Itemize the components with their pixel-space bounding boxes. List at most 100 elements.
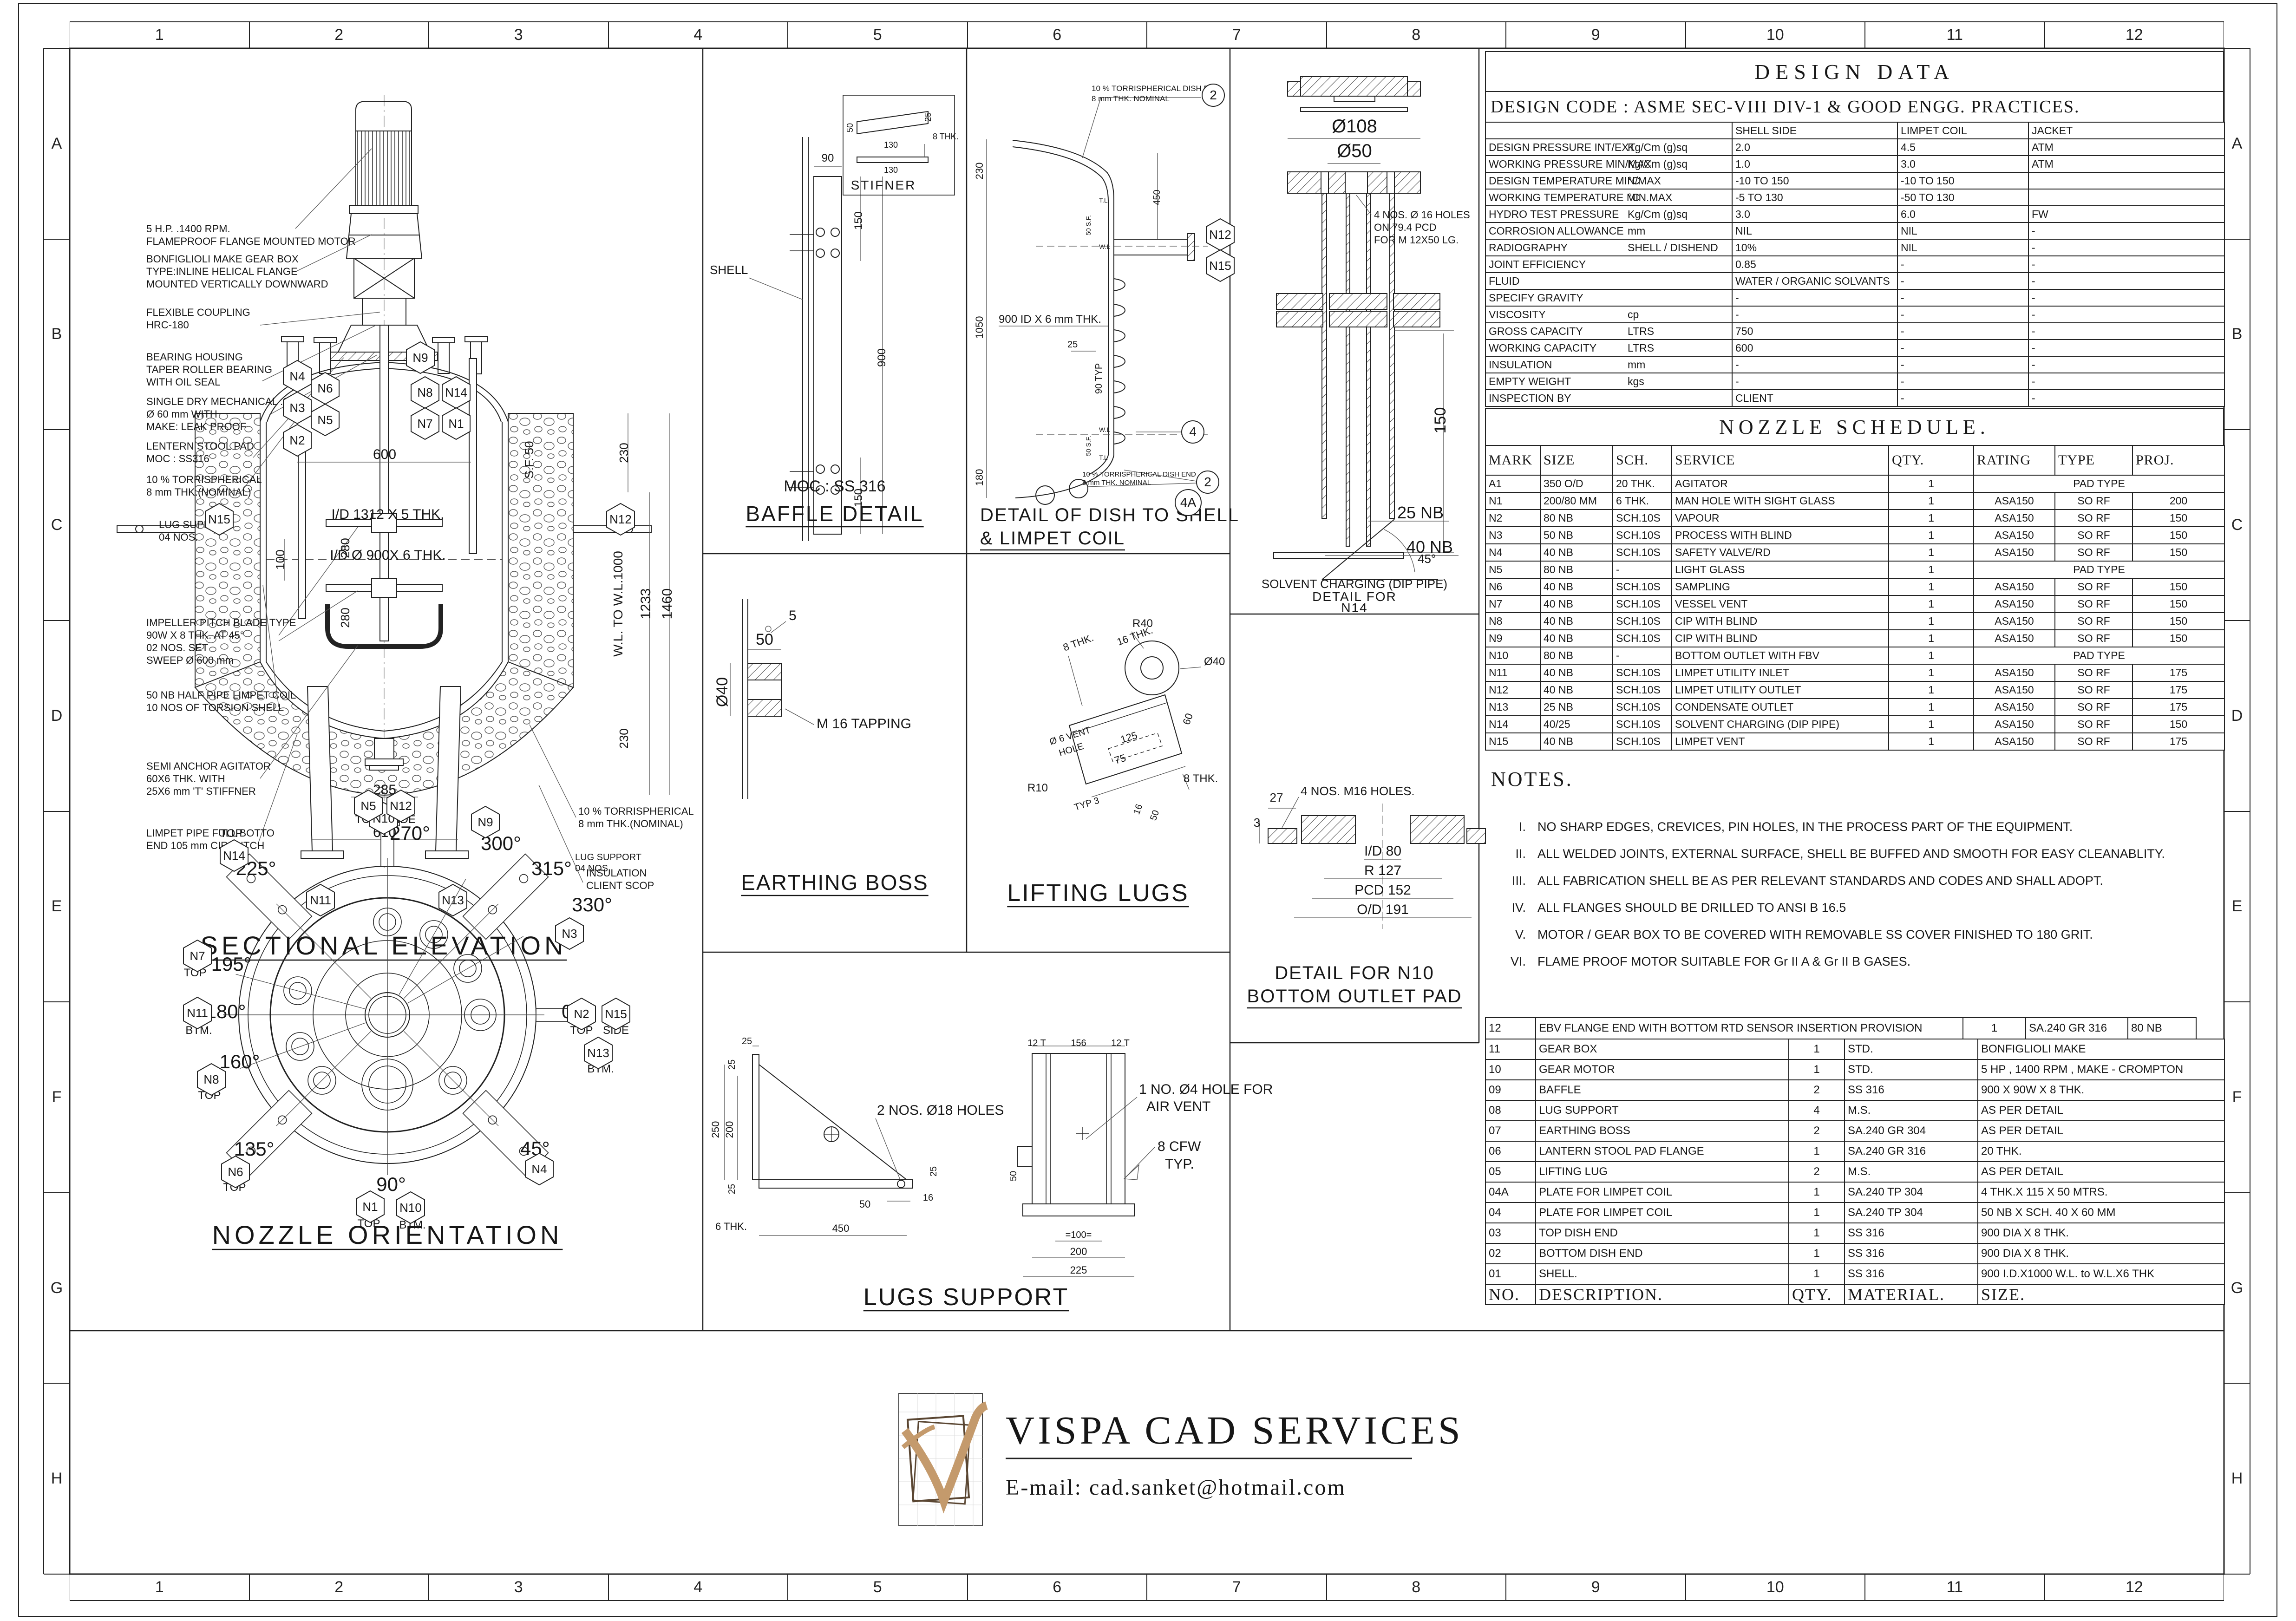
dish-to-shell-drawing [986, 97, 1208, 505]
annotation-text: E-mail: cad.sanket@hotmail.com [1006, 1475, 1346, 1500]
nozzle-tag-N13: N13 [584, 1036, 613, 1070]
design-data-row: DESIGN TEMPERATURE MIN/MAX°C-10 TO 150-1… [1485, 172, 2225, 190]
annotation-text: CLIENT SCOP [586, 880, 654, 891]
svg-text:N12: N12 [390, 799, 412, 813]
svg-text:N12: N12 [609, 512, 632, 526]
annotation-text: BONFIGLIOLI MAKE GEAR BOX [146, 253, 299, 265]
lifting-lugs-drawing [1068, 631, 1202, 797]
note-text: MOTOR / GEAR BOX TO BE COVERED WITH REMO… [1537, 928, 2093, 941]
nozzle-tag-N3: N3 [283, 391, 312, 425]
annotation-text: 8 THK. [933, 132, 959, 141]
annotation-text: Ø40 [713, 677, 731, 707]
annotation-text: 50 [756, 631, 773, 648]
orientation-radial-line [403, 1031, 499, 1126]
nozzle-tag-N14: N14 [220, 839, 249, 872]
part-balloon-2: 2 [1196, 471, 1219, 494]
part-balloon-4: 4 [1181, 420, 1204, 444]
annotation-text: TYPE:INLINE HELICAL FLANGE [146, 266, 298, 277]
annotation-text: 90° [376, 1173, 406, 1195]
annotation-text: 1 NO. Ø4 HOLE FOR [1139, 1082, 1273, 1097]
annotation-text: BAFFLE DETAIL [746, 502, 923, 526]
nozzle-pad-type-cell: PAD TYPE [1973, 475, 2225, 493]
annotation-text: 50 S.F. [1085, 436, 1092, 456]
annotation-text: 8 THK. [1184, 772, 1218, 785]
bottom-dish-insulation [194, 661, 574, 796]
annotation-text: LUG SUPPORT [575, 852, 641, 863]
nozzle-col-header: PROJ. [2132, 445, 2225, 476]
nozzle-pad-type-cell: PAD TYPE [1973, 647, 2225, 665]
svg-text:4: 4 [1189, 425, 1197, 439]
annotation-text: 5 [789, 608, 797, 623]
earthing-boss-drawing [730, 599, 814, 799]
annotation-text: SOLVENT CHARGING (DIP PIPE) [1262, 577, 1447, 591]
orientation-radial-line [407, 936, 524, 1004]
annotation-text: 200 [1070, 1246, 1087, 1257]
nozzle-tag-N5: N5 [311, 403, 340, 437]
grid-row-label-F-right: F [2224, 1002, 2250, 1193]
annotation-text: 8 mm THK.(NOMINAL) [578, 818, 683, 830]
annotation-text: 180° [206, 1000, 246, 1022]
svg-text:N11: N11 [187, 1006, 208, 1020]
annotation-text: 8 mm THK. NOMINAL [1092, 94, 1170, 103]
svg-text:N4: N4 [289, 369, 305, 383]
grid-col-label-4-top: 4 [608, 22, 788, 48]
insulation-right [508, 413, 574, 688]
svg-text:N11: N11 [310, 893, 331, 907]
nozzle-tag-N12: N12 [606, 503, 635, 536]
annotation-text: I/D Ø 900X 6 THK. [330, 548, 446, 563]
grid-col-label-6-top: 6 [967, 22, 1147, 48]
annotation-text: 10 % TORRISPHERICAL DISH END [1082, 471, 1196, 478]
grid-row-label-H-left: H [44, 1383, 70, 1574]
annotation-text: DETAIL FOR N10 [1275, 963, 1434, 983]
grid-col-label-5-bottom: 5 [788, 1574, 968, 1601]
annotation-text: 25 [727, 1184, 737, 1194]
annotation-text: 130 [884, 165, 898, 175]
annotation-text: 75 [1113, 752, 1127, 766]
note-number: VI. [1510, 954, 1526, 968]
annotation-text: TYP. [1165, 1157, 1194, 1172]
annotation-text: 27 [1270, 791, 1283, 804]
nozzle-col-header: SIZE [1540, 445, 1613, 476]
note-number: V. [1515, 928, 1526, 941]
annotation-text: 4 NOS. M16 HOLES. [1301, 784, 1415, 798]
nozzle-col-header: QTY. [1888, 445, 1974, 476]
detail-n10-drawing [1259, 797, 1486, 929]
annotation-text: 12 T [1111, 1038, 1130, 1048]
orientation-radial-line [240, 1022, 366, 1069]
nozzle-tag-N10: N10 [396, 1191, 425, 1224]
grid-row-label-C-left: C [44, 430, 70, 621]
annotation-text: 125 [1119, 729, 1138, 745]
bom-header-cell: NO. [1485, 1284, 1536, 1305]
annotation-text: SEMI ANCHOR AGITATOR [146, 760, 271, 772]
grid-row-label-E-left: E [44, 811, 70, 1002]
nozzle-tag-N2: N2 [283, 424, 312, 457]
bom-header-cell: QTY. [1788, 1284, 1845, 1305]
annotation-text: T.L [1099, 454, 1108, 461]
annotation-text: 10 % TORRISPHERICAL [578, 805, 694, 817]
nozzle-schedule-title: NOZZLE SCHEDULE. [1485, 408, 2224, 445]
annotation-text: HRC-180 [146, 319, 189, 331]
agitator-shaft [379, 325, 389, 641]
baffle [298, 442, 306, 619]
grid-col-label-10-bottom: 10 [1685, 1574, 1865, 1601]
annotation-text: INSULATION [586, 867, 647, 879]
annotation-text: AIR VENT [1146, 1099, 1210, 1114]
annotation-text: R40 [1132, 617, 1153, 630]
